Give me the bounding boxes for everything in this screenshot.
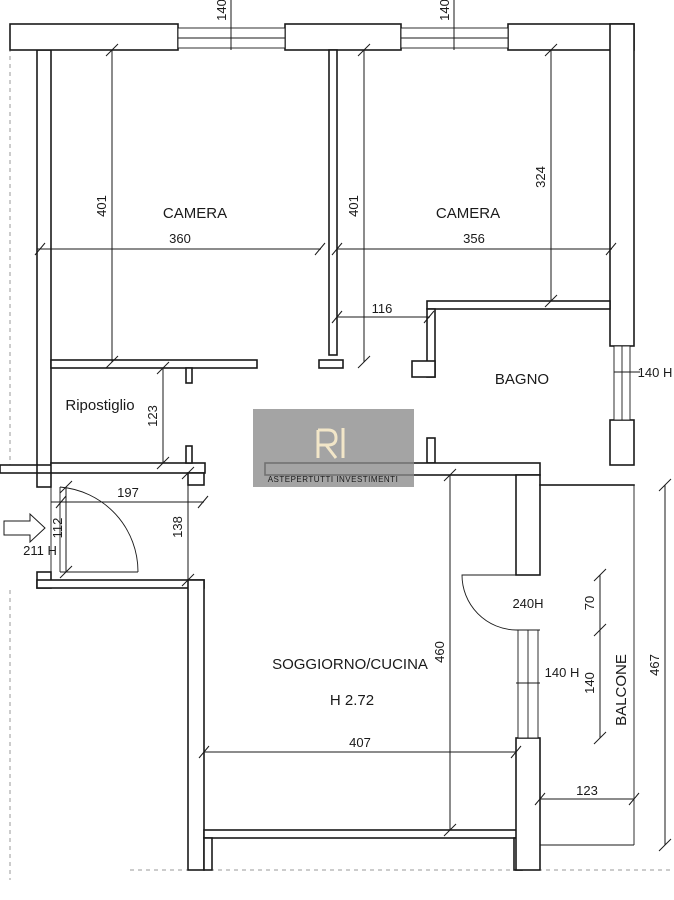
dimension-lines [34, 0, 672, 852]
dim-entrance-112: 112 [50, 518, 65, 539]
room-label-camera-right: CAMERA [436, 205, 500, 222]
room-label-bagno: BAGNO [495, 371, 549, 388]
dim-corridor-116: 116 [372, 301, 393, 316]
dim-balcone-467: 467 [647, 654, 662, 676]
dim-camera-left-width: 360 [169, 231, 191, 246]
entrance-arrow-icon [3, 512, 46, 544]
reference-lines [9, 40, 674, 880]
dim-soggiorno-407: 407 [349, 735, 371, 750]
room-height-soggiorno: H 2.72 [330, 692, 374, 709]
dimension-labels: 140 140 401 360 401 356 324 116 140 H 12… [23, 0, 672, 798]
dim-camera-right-324: 324 [533, 166, 548, 188]
dim-balcone-123: 123 [576, 783, 598, 798]
watermark-box [253, 409, 414, 487]
dim-balcone-window: 140 H [545, 665, 580, 680]
watermark: ASTEPERTUTTI INVESTIMENTI [253, 409, 414, 487]
dim-camera-right-width: 356 [463, 231, 485, 246]
room-label-camera-left: CAMERA [163, 205, 227, 222]
room-label-balcone: BALCONE [613, 654, 630, 726]
room-label-soggiorno: SOGGIORNO/CUCINA [272, 656, 428, 673]
dim-balcone-70: 70 [582, 596, 597, 610]
watermark-text: ASTEPERTUTTI INVESTIMENTI [268, 475, 399, 484]
dim-ripostiglio-123: 123 [145, 405, 160, 427]
dim-entrance-197: 197 [117, 485, 139, 500]
windows [177, 27, 631, 739]
dim-soggiorno-460: 460 [432, 641, 447, 663]
dim-camera-right-height: 401 [346, 195, 361, 217]
dim-entrance-door: 211 H [23, 543, 57, 558]
dim-door-240: 240H [512, 596, 543, 611]
dim-hall-138: 138 [170, 516, 185, 538]
dim-window-top-right: 140 [437, 0, 452, 21]
dim-balcone-140: 140 [582, 672, 597, 694]
room-label-ripostiglio: Ripostiglio [65, 397, 134, 414]
dim-window-top-left: 140 [214, 0, 229, 21]
dim-bagno-window: 140 H [638, 365, 673, 380]
watermark-logo-icon [316, 428, 345, 459]
dim-camera-left-height: 401 [94, 195, 109, 217]
doors [50, 486, 540, 631]
